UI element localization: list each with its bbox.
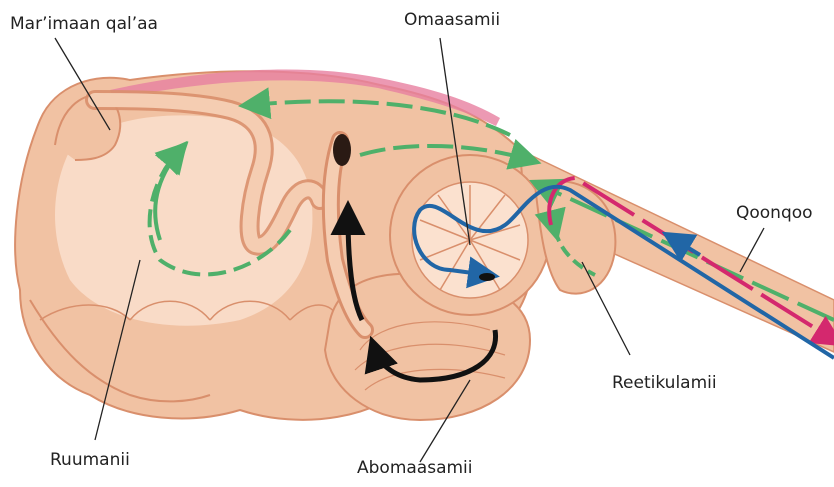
label-reetikulamii: Reetikulamii bbox=[612, 373, 717, 393]
label-marimaan: Mar’imaan qal’aa bbox=[10, 14, 158, 34]
label-abomaasamii: Abomaasamii bbox=[357, 458, 473, 478]
label-qoonqoo: Qoonqoo bbox=[736, 203, 813, 223]
label-ruumanii: Ruumanii bbox=[50, 450, 130, 470]
label-omaasamii: Omaasamii bbox=[404, 10, 500, 30]
